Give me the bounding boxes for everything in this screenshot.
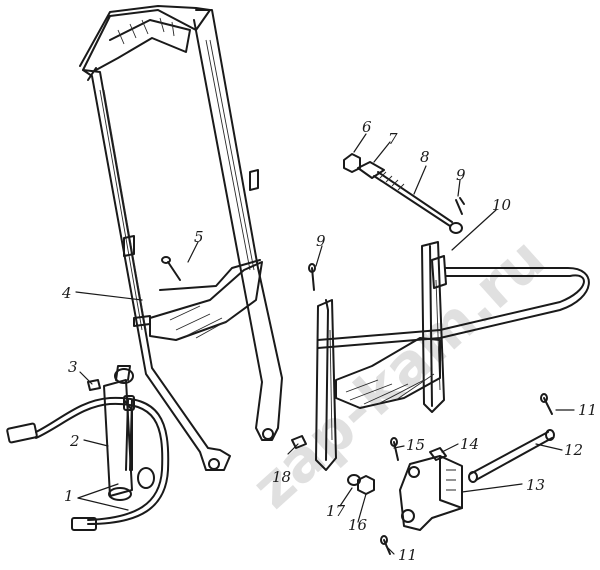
nut-part-6 [343, 153, 361, 173]
bolt-part-18 [291, 435, 307, 449]
callout-14: 14 [460, 435, 479, 453]
callout-9-mid: 9 [316, 232, 326, 250]
callout-16: 16 [348, 516, 368, 534]
callout-4: 4 [61, 284, 72, 302]
tie-rod-part-8 [373, 171, 463, 234]
callout-15: 15 [406, 436, 425, 454]
hydraulic-cylinder-part-2 [103, 365, 155, 501]
callout-17: 17 [326, 502, 346, 520]
callout-9-top: 9 [456, 166, 466, 184]
callout-12: 12 [564, 441, 583, 459]
callout-5: 5 [194, 228, 204, 246]
cradle-frame-part-10 [315, 241, 590, 471]
leader-lines [75, 133, 575, 555]
cotter-pin-part-9-top [455, 197, 465, 215]
bolt-part-14 [429, 447, 447, 461]
rod-part-12 [468, 429, 555, 483]
nut-part-16 [357, 475, 375, 495]
frame-part-4 [79, 5, 283, 471]
callout-2: 2 [69, 432, 80, 450]
washer-part-17 [347, 474, 361, 486]
callout-13: 13 [526, 476, 545, 494]
cotter-pin-part-11-top [540, 393, 553, 415]
bolt-part-3 [87, 379, 101, 391]
cotter-pin-part-9-mid [308, 263, 316, 291]
cotter-pin-part-11-bottom [380, 535, 391, 555]
bracket-part-13 [399, 455, 463, 531]
callout-8: 8 [420, 148, 430, 166]
callout-10: 10 [492, 196, 512, 214]
callout-6: 6 [362, 118, 372, 136]
callout-11-top: 11 [578, 401, 597, 419]
hose-part-1 [6, 395, 170, 531]
callout-7: 7 [388, 130, 398, 148]
pin-part-5 [161, 256, 181, 281]
callout-1: 1 [64, 487, 74, 505]
callout-11-bottom: 11 [398, 546, 417, 564]
pin-part-15 [390, 437, 399, 461]
callout-3: 3 [68, 358, 78, 376]
bracket-part-7 [357, 161, 385, 179]
callout-18: 18 [272, 468, 291, 486]
